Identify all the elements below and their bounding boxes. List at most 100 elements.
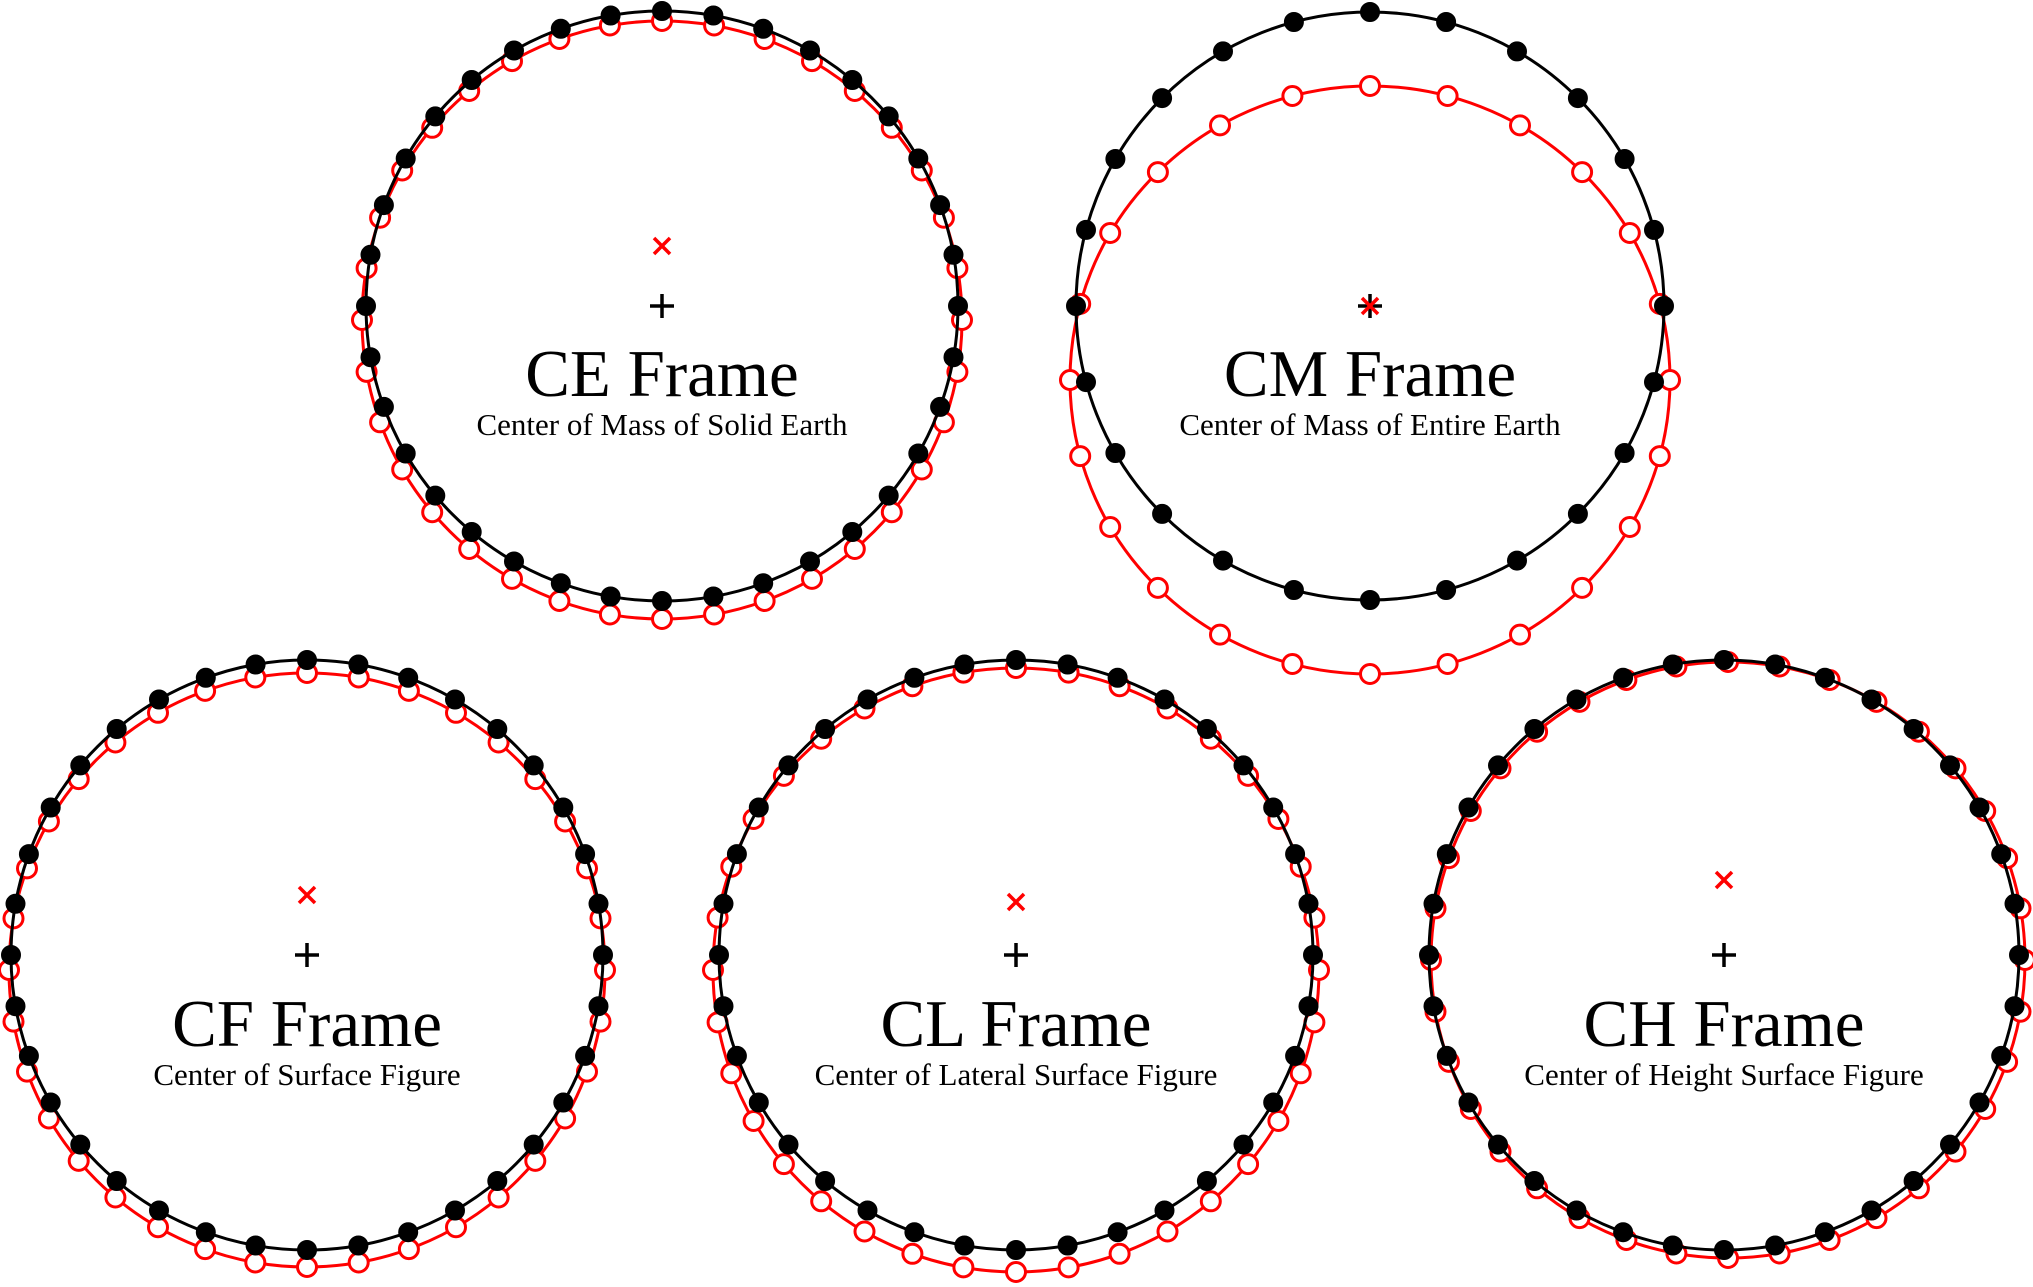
frame-ce-reference-point <box>652 1 672 21</box>
frame-cm-reference-point <box>1436 580 1457 600</box>
frame-cf-reference-point <box>195 667 216 688</box>
frame-cf-reference-point <box>195 1222 216 1243</box>
frame-ch-reference-point <box>1903 1171 1924 1191</box>
frame-ce-reference-point <box>373 195 394 216</box>
frame-cf-reference-point <box>523 755 544 776</box>
frame-cm-displaced-origin-marker-stroke <box>1360 296 1380 316</box>
frame-ch-reference-point <box>1458 797 1479 818</box>
frame-cl-reference-point <box>954 654 975 675</box>
frame-ch-reference-point <box>1524 719 1545 739</box>
frame-cf-subtitle: Center of Surface Figure <box>153 1057 460 1092</box>
frame-cl-displaced-point <box>1289 1062 1312 1085</box>
frame-ch-reference-point <box>1566 689 1587 710</box>
frame-cl-title: CL Frame <box>880 987 1151 1061</box>
frame-cl-displaced-point <box>1057 1256 1080 1279</box>
frame-cl-displaced-point <box>810 1190 833 1213</box>
frame-cl-displaced-point <box>772 1153 795 1176</box>
frame-ch-reference-point <box>1969 797 1990 818</box>
frame-ce-reference-point <box>703 5 724 26</box>
frame-ce-reference-point <box>461 70 482 90</box>
frame-ce-reference-point <box>356 296 376 316</box>
frame-cm-reference-point <box>1213 41 1233 62</box>
frame-cl-displaced-point <box>1267 1110 1290 1132</box>
frame-cl-reference-point <box>1303 945 1323 965</box>
frame-cm-displaced-point <box>1359 663 1381 685</box>
frame-ch-reference-point <box>1613 1222 1634 1243</box>
frame-cm-reference-point <box>1567 503 1588 524</box>
frame-cl-reference-point <box>857 689 878 710</box>
frame-ce-reference-point <box>425 485 446 506</box>
frame-cf-reference-point <box>593 945 613 965</box>
frame-ce-reference-point <box>600 5 621 26</box>
frame-cf-displaced-point <box>397 1238 420 1261</box>
frame-ce-displaced-point <box>548 590 571 612</box>
frame-cf-reference-point <box>575 1045 596 1066</box>
frame-cf-rings <box>0 650 616 1278</box>
frame-cf-reference-point <box>523 1134 544 1155</box>
frame-cf: CF Frame Center of Surface Figure <box>0 650 616 1278</box>
frame-cm-displaced-point <box>1648 445 1671 468</box>
frame-ch-reference-point <box>1423 893 1444 914</box>
frame-ce-displaced-point <box>801 567 823 590</box>
frame-cl-reference-point <box>1285 844 1306 865</box>
frame-cl-reference-point <box>1006 1240 1026 1260</box>
frame-ch-subtitle: Center of Height Surface Figure <box>1524 1057 1923 1092</box>
frame-cl-rings <box>702 650 1330 1283</box>
frame-ch-reference-point <box>1991 1045 2012 1066</box>
frame-ch-reference-point <box>1814 1222 1835 1243</box>
frame-cl-displaced-point <box>1156 1220 1179 1243</box>
frame-ce-reference-point <box>930 396 951 417</box>
frame-ce-reference-point <box>908 443 929 464</box>
frame-ce-reference-point <box>800 40 820 61</box>
frame-cl-reference-point <box>1233 1134 1254 1155</box>
frame-cm-displaced-point <box>1509 623 1531 646</box>
frame-cf-reference-point <box>398 667 419 688</box>
frame-cm-reference-point <box>1614 149 1635 169</box>
frame-cl-reference-point <box>815 719 836 739</box>
frame-cf-reference-point <box>398 1222 419 1243</box>
frame-ch-reference-point <box>1814 667 1835 688</box>
frame-cf-reference-point <box>149 689 169 710</box>
frame-cl-reference-point <box>1057 654 1078 675</box>
frame-cl-displaced-ring-line <box>711 666 1321 1274</box>
frame-cm-displaced-point <box>1099 222 1122 244</box>
frame-cf-reference-point <box>70 1134 91 1155</box>
frame-cf-reference-point <box>487 1171 508 1191</box>
frame-ch-reference-point <box>2009 945 2029 965</box>
frame-cm-reference-point <box>1567 88 1588 109</box>
frame-cf-displaced-point <box>244 1251 267 1274</box>
frame-cf-reference-point <box>5 893 26 914</box>
frame-cf-reference-point <box>245 654 266 675</box>
frame-cm-reference-point <box>1507 550 1527 571</box>
frame-cl-reference-point <box>1154 1200 1175 1221</box>
frame-cm-rings <box>1059 2 1681 685</box>
frame-cm-reference-point <box>1283 580 1304 600</box>
frame-cl-displaced-point <box>1199 1190 1222 1213</box>
frame-cf-displaced-point <box>445 1216 467 1239</box>
frame-cm-reference-point <box>1614 443 1635 463</box>
frame-cf-reference-point <box>553 1092 574 1113</box>
frame-cm-title: CM Frame <box>1224 337 1516 411</box>
frame-ce-reference-point <box>395 443 416 464</box>
frame-cm-displaced-point <box>1099 516 1122 538</box>
frame-ce-reference-point <box>878 106 899 127</box>
frame-cf-reference-point <box>588 996 609 1017</box>
frame-ce-reference-point <box>842 522 863 542</box>
frame-cf-displaced-point <box>296 1256 318 1278</box>
frame-cm-displaced-point <box>1209 623 1231 646</box>
frame-ch-reference-point <box>1969 1092 1990 1113</box>
frame-cl-reference-point <box>1285 1045 1306 1066</box>
frame-cm-reference-point <box>1644 219 1664 240</box>
frame-ce-reference-point <box>703 586 724 607</box>
frame-cl-displaced-point <box>1005 1261 1027 1283</box>
frame-ce-rings <box>351 1 973 630</box>
frame-ce-reference-point <box>652 591 672 611</box>
frame-cl-reference-point <box>726 844 747 865</box>
frame-ce-reference-point <box>753 18 774 39</box>
frame-ce-subtitle: Center of Mass of Solid Earth <box>476 407 848 442</box>
frame-ch-reference-point <box>1524 1171 1545 1191</box>
frame-cl-reference-point <box>1107 1222 1128 1243</box>
frame-cm-reference-point <box>1213 550 1233 571</box>
frame-ce-reference-point <box>908 148 929 169</box>
